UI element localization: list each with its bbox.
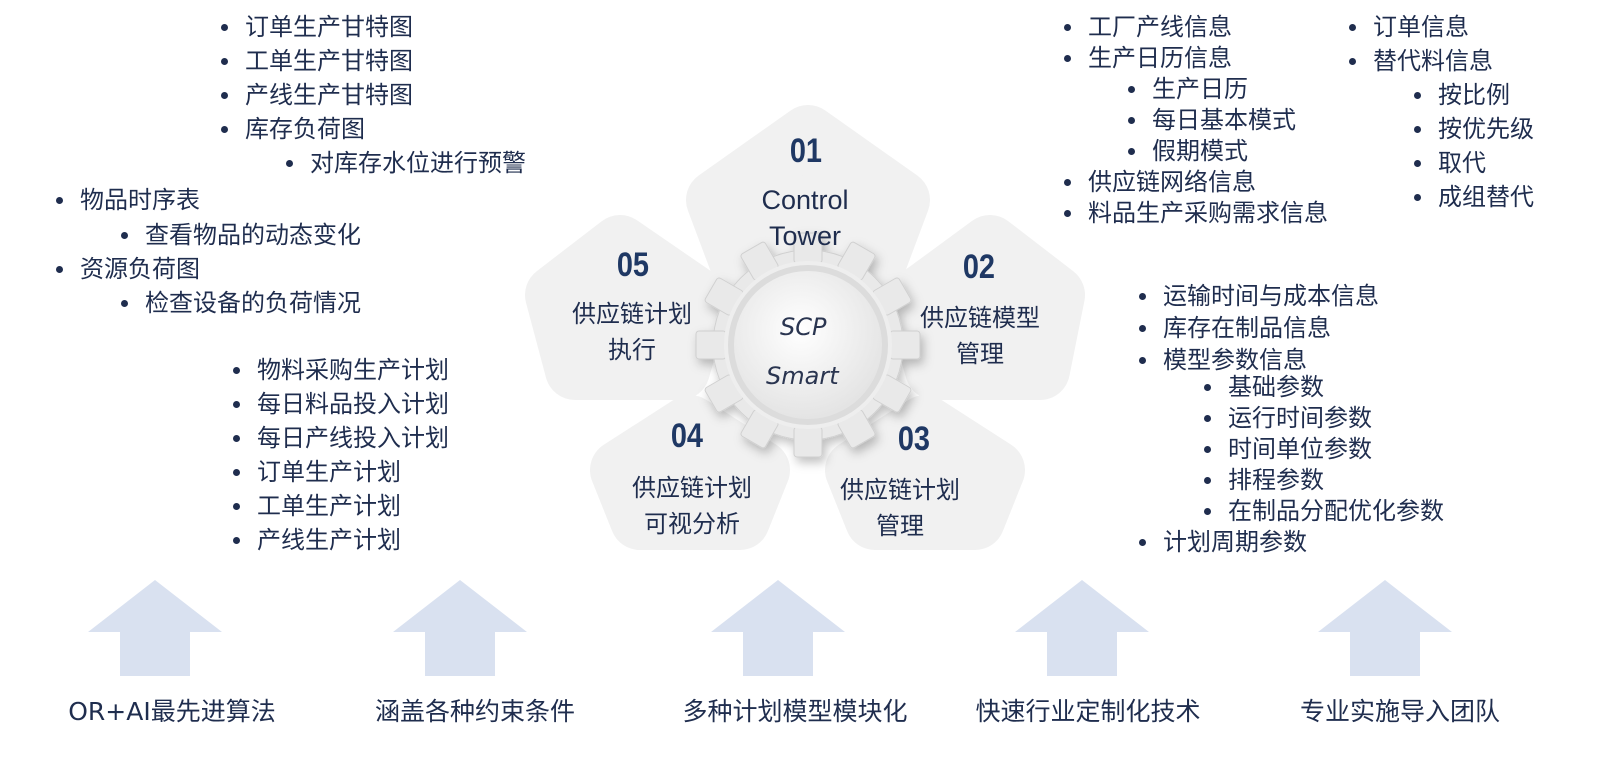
list-subitem: 对库存水位进行预警 xyxy=(286,149,526,177)
list-item: 工厂产线信息 xyxy=(1064,13,1232,41)
feature-label: OR+AI最先进算法 xyxy=(68,697,276,726)
list-subitem: 基础参数 xyxy=(1204,373,1324,401)
list-item: 产线生产甘特图 xyxy=(221,81,413,109)
arrow-up-icon xyxy=(393,580,527,676)
list-item: 订单生产甘特图 xyxy=(221,13,413,41)
list-item: 每日产线投入计划 xyxy=(233,424,449,452)
petal-label: 供应链模型管理 xyxy=(900,300,1060,372)
list-subitem: 生产日历 xyxy=(1128,75,1248,103)
list-subitem: 排程参数 xyxy=(1204,466,1324,494)
list-subitem: 时间单位参数 xyxy=(1204,435,1372,463)
petal-label-line: 供应链计划 xyxy=(840,476,960,504)
list-item: 资源负荷图 xyxy=(56,255,200,283)
feature-label: 多种计划模型模块化 xyxy=(682,697,908,726)
list-subitem: 按比例 xyxy=(1414,81,1510,109)
list-item: 运输时间与成本信息 xyxy=(1139,282,1379,310)
petal-number: 03 xyxy=(897,420,930,458)
petal-04 xyxy=(590,395,790,550)
petal-label: 供应链计划可视分析 xyxy=(612,470,772,542)
petal-label-line: 供应链模型 xyxy=(920,304,1040,332)
list-item: 工单生产计划 xyxy=(233,492,401,520)
petal-number: 04 xyxy=(670,417,703,455)
list-item: 料品生产采购需求信息 xyxy=(1064,199,1328,227)
petal-05 xyxy=(525,215,730,400)
list-item: 每日料品投入计划 xyxy=(233,390,449,418)
feature-label: 专业实施导入团队 xyxy=(1299,697,1501,726)
list-item: 替代料信息 xyxy=(1349,47,1493,75)
list-item: 库存在制品信息 xyxy=(1139,314,1331,342)
petal-label-line: 执行 xyxy=(608,336,656,364)
list-item: 产线生产计划 xyxy=(233,526,401,554)
petal-03 xyxy=(825,395,1025,550)
petal-number: 02 xyxy=(962,248,995,286)
list-item: 生产日历信息 xyxy=(1064,44,1232,72)
arrow-up-icon xyxy=(1015,580,1149,676)
petal-number: 05 xyxy=(616,246,649,284)
gear-label: Smart xyxy=(766,362,839,390)
list-subitem: 运行时间参数 xyxy=(1204,404,1372,432)
list-item: 库存负荷图 xyxy=(221,115,365,143)
petal-02 xyxy=(885,215,1085,400)
list-item: 计划周期参数 xyxy=(1139,528,1307,556)
list-subitem: 在制品分配优化参数 xyxy=(1204,497,1444,525)
list-subitem: 查看物品的动态变化 xyxy=(121,221,361,249)
petal-label-line: 可视分析 xyxy=(644,510,740,538)
list-item: 模型参数信息 xyxy=(1139,346,1307,374)
feature-label: 涵盖各种约束条件 xyxy=(374,697,576,726)
petal-label: 供应链计划执行 xyxy=(552,296,712,368)
arrow-up-icon xyxy=(1318,580,1452,676)
petal-label-line: Control xyxy=(761,185,849,215)
petal-label-line: 供应链计划 xyxy=(632,474,752,502)
list-subitem: 成组替代 xyxy=(1414,183,1534,211)
petal-number: 01 xyxy=(789,132,822,170)
list-subitem: 每日基本模式 xyxy=(1128,106,1296,134)
feature-label: 快速行业定制化技术 xyxy=(975,697,1201,726)
list-item: 订单信息 xyxy=(1349,13,1469,41)
list-subitem: 假期模式 xyxy=(1128,137,1248,165)
list-item: 物料采购生产计划 xyxy=(233,356,449,384)
gear-label: SCP xyxy=(780,313,827,341)
list-item: 物品时序表 xyxy=(56,186,200,214)
list-item: 工单生产甘特图 xyxy=(221,47,413,75)
list-item: 订单生产计划 xyxy=(233,458,401,486)
petal-label-line: Tower xyxy=(768,221,842,251)
gear-icon xyxy=(695,232,921,458)
petal-label-line: 供应链计划 xyxy=(572,300,692,328)
list-subitem: 检查设备的负荷情况 xyxy=(121,289,361,317)
arrow-up-icon xyxy=(88,580,222,676)
list-item: 供应链网络信息 xyxy=(1064,168,1256,196)
petal-label-line: 管理 xyxy=(876,512,924,540)
petal-label-line: 管理 xyxy=(956,340,1004,368)
petal-label: 供应链计划管理 xyxy=(820,472,980,544)
list-subitem: 按优先级 xyxy=(1414,115,1534,143)
list-subitem: 取代 xyxy=(1414,149,1486,177)
arrow-up-icon xyxy=(711,580,845,676)
